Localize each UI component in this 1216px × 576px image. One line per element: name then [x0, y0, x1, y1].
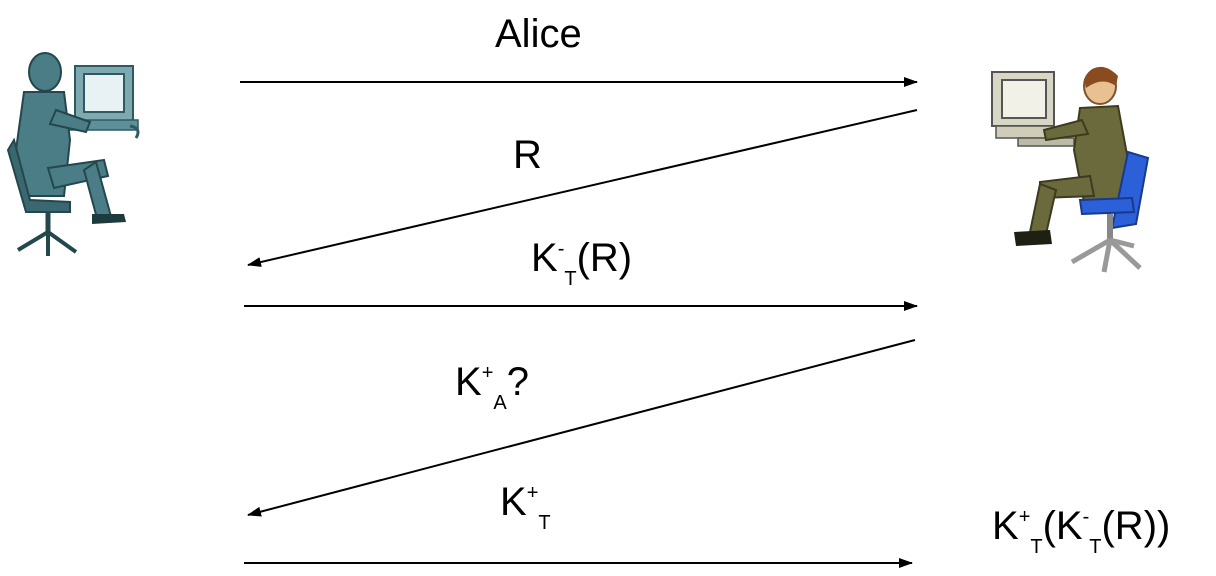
message-label-alice: Alice [495, 12, 582, 56]
verification-expression: K+T(K-T(R)) [992, 504, 1171, 557]
key-subscript: A [493, 392, 507, 414]
left-person-icon [6, 52, 140, 256]
key-subscript: T [538, 512, 551, 534]
key-symbol: K [455, 360, 482, 404]
key-subscript: T [564, 268, 577, 290]
message-label-public-key: K+ T [500, 480, 551, 533]
key-superscript: + [526, 482, 539, 504]
inner-key: (K [1042, 504, 1083, 548]
key-symbol: K [992, 504, 1019, 548]
message-label-nonce: R [513, 133, 542, 177]
key-superscript: + [481, 362, 494, 384]
key-subscript: T [1030, 536, 1043, 558]
key-argument: (R) [576, 236, 633, 280]
message-label-key-request: K+ A? [455, 360, 529, 413]
right-person-icon [991, 66, 1150, 273]
key-symbol: K [500, 480, 527, 524]
key-superscript: + [1018, 506, 1031, 528]
message-label-signed-nonce: K- T(R) [531, 236, 633, 289]
inner-key-subscript: T [1089, 536, 1102, 558]
inner-key-superscript: - [1082, 506, 1090, 528]
key-symbol: K [531, 236, 558, 280]
inner-argument: (R)) [1101, 504, 1171, 548]
arrow-key-request [247, 339, 916, 517]
arrow-nonce [247, 109, 918, 267]
key-superscript: - [557, 238, 565, 260]
key-argument: ? [506, 360, 529, 404]
